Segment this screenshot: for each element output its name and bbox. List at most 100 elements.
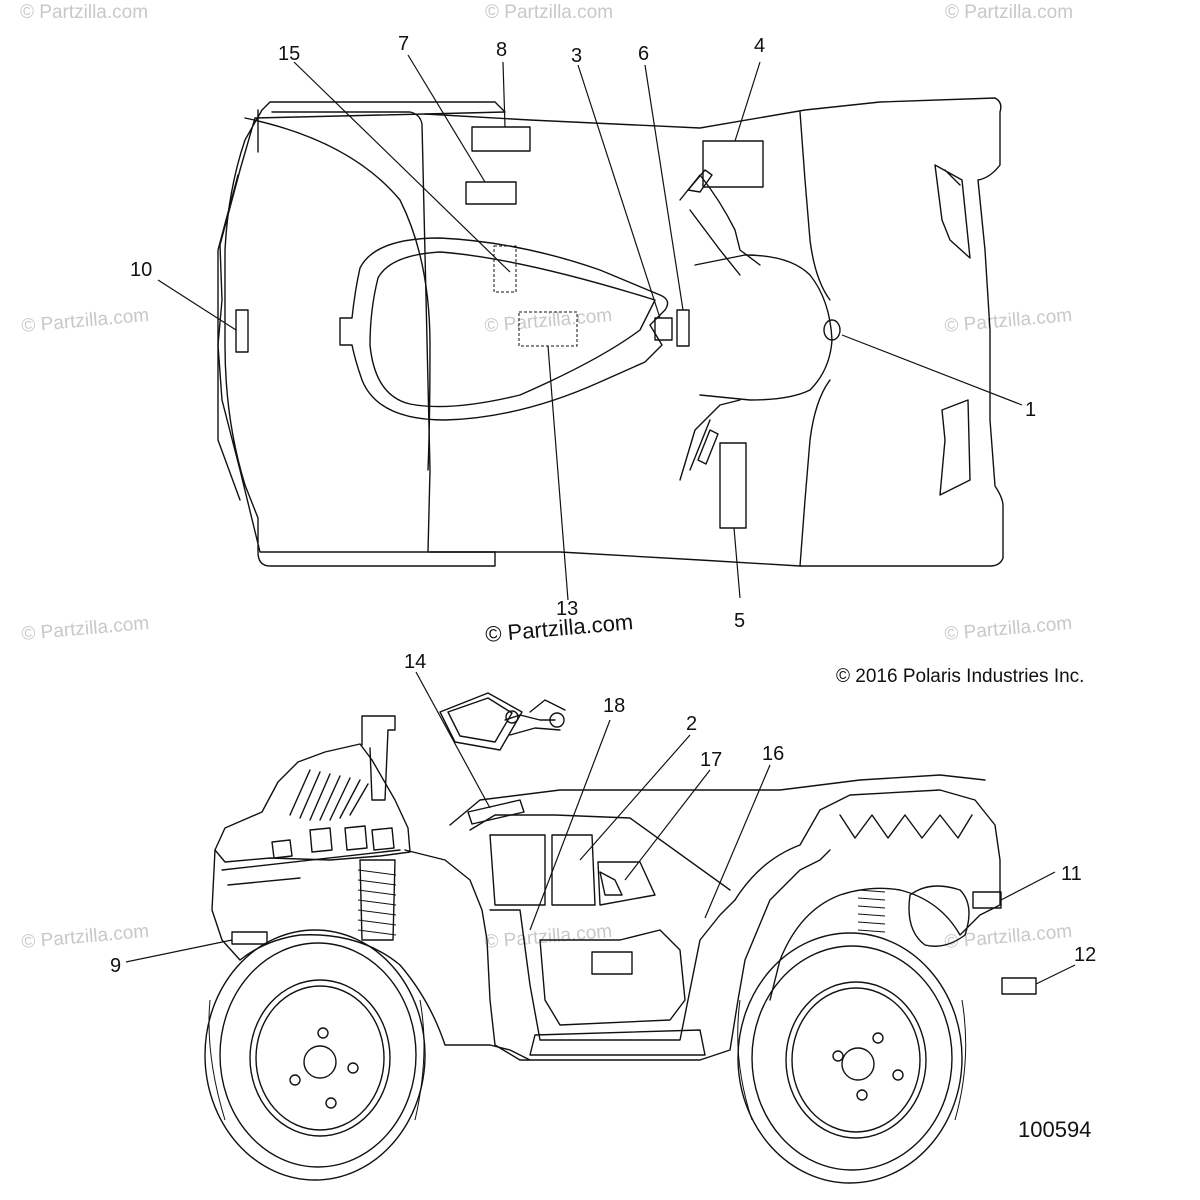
headlight-lower bbox=[939, 399, 971, 496]
rear-rack-outline bbox=[217, 109, 259, 501]
leader-18 bbox=[529, 719, 611, 931]
leader-9 bbox=[125, 939, 233, 963]
left-grip bbox=[687, 169, 713, 193]
callout-9: 9 bbox=[110, 955, 121, 977]
decal-7 bbox=[465, 181, 517, 205]
footrest bbox=[529, 1029, 706, 1056]
rear-wheel bbox=[204, 929, 426, 1181]
headlight-upper bbox=[934, 164, 971, 259]
callout-8: 8 bbox=[496, 39, 507, 61]
front-wheel bbox=[737, 932, 967, 1184]
callout-12: 12 bbox=[1074, 944, 1096, 966]
decal-6 bbox=[676, 309, 690, 347]
front-fender-side bbox=[734, 789, 1001, 1001]
decal-14 bbox=[467, 799, 525, 825]
decal-11 bbox=[972, 891, 1002, 909]
seat-side bbox=[449, 774, 986, 826]
front-shock bbox=[857, 889, 886, 933]
fuel-cap bbox=[823, 319, 841, 341]
decal-10 bbox=[235, 309, 249, 353]
callout-3: 3 bbox=[571, 45, 582, 67]
handlebar bbox=[504, 699, 566, 736]
callout-15: 15 bbox=[278, 43, 300, 65]
leader-4 bbox=[734, 61, 761, 142]
watermark-faint: © Partzilla.com bbox=[21, 305, 150, 337]
leader-11 bbox=[1000, 871, 1056, 901]
leader-6 bbox=[644, 64, 684, 311]
callout-13: 13 bbox=[556, 598, 578, 620]
handlebar-shield-inner bbox=[447, 697, 513, 743]
decal-12 bbox=[1001, 977, 1037, 995]
leader-8 bbox=[502, 61, 506, 128]
rear-rack-slats bbox=[289, 769, 369, 821]
callout-18: 18 bbox=[603, 695, 625, 717]
faint-watermarks: © Partzilla.com © Partzilla.com © Partzi… bbox=[20, 2, 1073, 953]
tank-panel-2 bbox=[551, 834, 596, 906]
decal-8 bbox=[471, 126, 531, 152]
front-fender-curve-upper bbox=[799, 111, 831, 301]
seat-inner bbox=[369, 251, 656, 408]
leader-2 bbox=[579, 734, 691, 861]
leader-5 bbox=[733, 527, 741, 599]
decal-17-box bbox=[597, 861, 656, 906]
callout-14: 14 bbox=[404, 651, 426, 673]
callout-1: 1 bbox=[1025, 399, 1036, 421]
mirror-knob bbox=[505, 710, 519, 724]
decal-5 bbox=[719, 442, 747, 529]
side-body-outline bbox=[404, 849, 831, 1061]
seat-outline bbox=[339, 237, 669, 421]
watermark-faint: © Partzilla.com bbox=[945, 2, 1073, 23]
callout-6: 6 bbox=[638, 43, 649, 65]
atv-top-view: 15 7 8 3 6 4 10 1 13 5 © Partzilla.com bbox=[130, 33, 1036, 647]
leader-1 bbox=[841, 334, 1023, 406]
tank-panel bbox=[489, 834, 546, 906]
seat-lower bbox=[469, 814, 731, 891]
watermark-faint: © Partzilla.com bbox=[484, 305, 613, 337]
callout-10: 10 bbox=[130, 259, 152, 281]
side-panel bbox=[489, 899, 736, 1041]
handlebar-knob bbox=[549, 712, 565, 728]
watermark-faint: © Partzilla.com bbox=[21, 613, 150, 645]
rear-fender-outline bbox=[217, 101, 506, 567]
rear-rack bbox=[214, 743, 411, 863]
watermark-main: © Partzilla.com bbox=[484, 609, 634, 647]
left-handlebar bbox=[679, 174, 761, 276]
rear-shock bbox=[357, 859, 397, 941]
decal-lower-panel bbox=[591, 951, 633, 975]
callout-16: 16 bbox=[762, 743, 784, 765]
rear-rack-blocks bbox=[271, 825, 395, 859]
rear-fender-inner bbox=[244, 117, 431, 471]
leader-3 bbox=[577, 64, 661, 319]
handlebar-shield bbox=[439, 692, 523, 751]
watermark-faint: © Partzilla.com bbox=[485, 2, 613, 23]
atv-side-view: 14 18 2 17 16 11 12 9 bbox=[110, 651, 1096, 1184]
decal-9 bbox=[231, 931, 268, 945]
leader-17 bbox=[624, 769, 711, 881]
air-snorkel bbox=[361, 715, 396, 801]
copyright-notice: © 2016 Polaris Industries Inc. bbox=[836, 666, 1084, 687]
decal-15 bbox=[493, 245, 517, 293]
front-bumper bbox=[908, 885, 970, 947]
body-outline bbox=[271, 97, 1004, 567]
callout-17: 17 bbox=[700, 749, 722, 771]
reference-number: 100594 bbox=[1018, 1117, 1091, 1142]
front-fender-curve-lower bbox=[799, 379, 831, 567]
rear-fender-side bbox=[211, 849, 531, 1061]
callout-2: 2 bbox=[686, 713, 697, 735]
watermark-faint: © Partzilla.com bbox=[21, 921, 150, 953]
fuel-tank-outline bbox=[694, 254, 833, 401]
decal-3 bbox=[654, 317, 673, 341]
leader-15 bbox=[293, 61, 511, 273]
callout-7: 7 bbox=[398, 33, 409, 55]
leader-10 bbox=[157, 279, 237, 331]
leader-7 bbox=[407, 54, 486, 183]
leader-12 bbox=[1035, 964, 1076, 985]
watermark-faint: © Partzilla.com bbox=[20, 2, 148, 23]
right-handlebar bbox=[679, 399, 741, 481]
leader-14 bbox=[415, 671, 491, 809]
decal-17-inner bbox=[599, 871, 623, 896]
watermark-faint: © Partzilla.com bbox=[944, 305, 1073, 337]
callout-4: 4 bbox=[754, 35, 765, 57]
